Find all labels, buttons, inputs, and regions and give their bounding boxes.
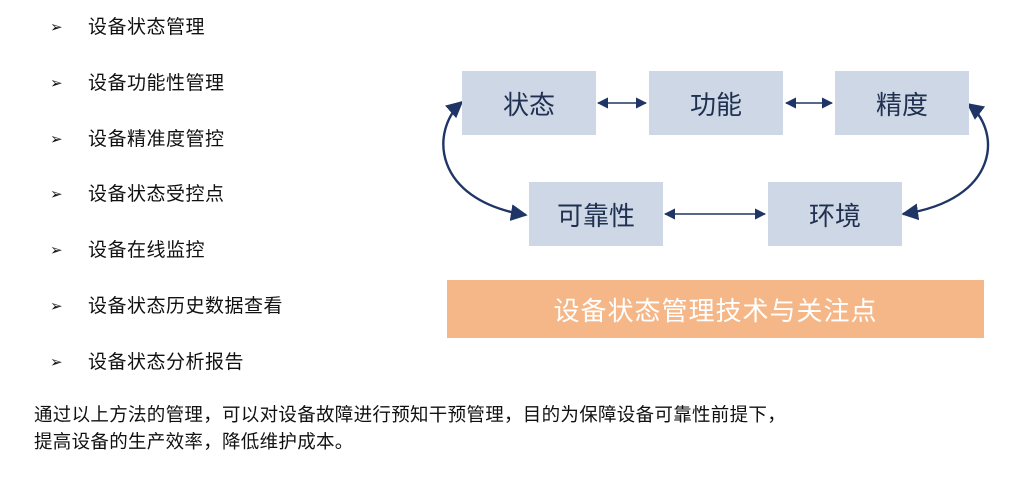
bullet-arrow-icon: ➢ [50,353,63,371]
list-item-text: 设备状态历史数据查看 [88,295,284,317]
summary-paragraph: 通过以上方法的管理，可以对设备故障进行预知干预管理，目的为保障设备可靠性前提下，… [34,402,1024,456]
list-item-text: 设备精准度管控 [88,128,225,150]
curved-arrow-right [901,102,990,221]
bullet-arrow-icon: ➢ [50,297,63,315]
summary-line-1: 通过以上方法的管理，可以对设备故障进行预知干预管理，目的为保障设备可靠性前提下， [34,405,787,426]
bullet-arrow-icon: ➢ [50,74,63,92]
bullet-arrow-icon: ➢ [50,241,63,259]
list-item-text: 设备功能性管理 [88,72,225,94]
list-item-text: 设备状态分析报告 [88,351,245,373]
summary-line-2: 提高设备的生产效率，降低维护成本。 [34,432,354,453]
list-item-text: 设备状态管理 [88,16,206,38]
list-item-text: 设备在线监控 [88,239,206,261]
box-precision: 精度 [835,71,969,135]
bullet-arrow-icon: ➢ [50,18,63,36]
box-function: 功能 [649,71,783,135]
bullet-arrow-icon: ➢ [50,130,63,148]
diagram-banner: 设备状态管理技术与关注点 [447,280,984,338]
box-environment: 环境 [768,182,902,246]
box-state: 状态 [462,71,596,135]
curved-arrow-left [442,100,528,221]
box-reliability: 可靠性 [529,182,663,246]
bullet-arrow-icon: ➢ [50,185,63,203]
list-item-text: 设备状态受控点 [88,183,225,205]
